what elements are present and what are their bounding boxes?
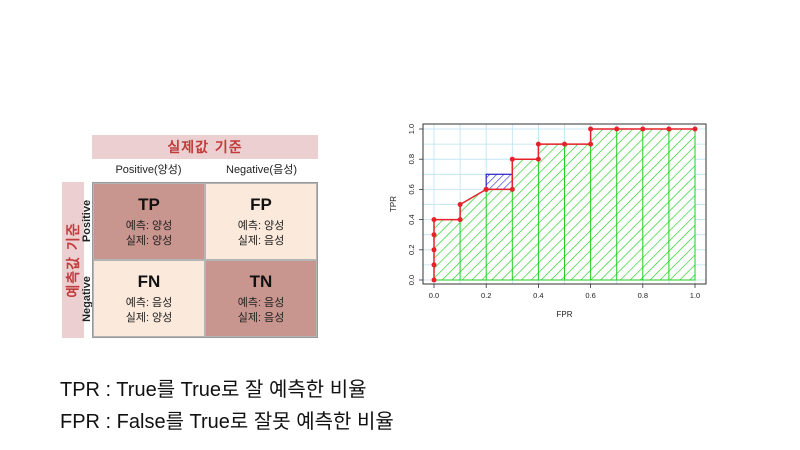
column-label-positive: Positive(양성) [115,164,182,176]
cell-abbr: FP [250,194,272,214]
y-tick-label: 1.0 [407,124,416,134]
y-tick-label: 0.2 [407,245,416,255]
highlight-box [485,173,513,190]
cell-fn: FN 예측: 음성 실제: 양성 [93,260,205,337]
y-tick-label: 0.8 [407,154,416,164]
roc-point [535,141,541,147]
x-tick-label: 0.0 [429,291,439,300]
roc-point [483,186,489,192]
roc-point [535,156,541,162]
x-tick-label: 0.8 [638,291,648,300]
y-tick-label: 0.4 [407,214,416,224]
cell-abbr: FN [137,271,161,291]
y-tick-label: 0.0 [407,275,416,285]
x-tick-label: 1.0 [690,291,700,300]
y-axis-label: TPR [389,196,398,212]
cell-actual: 실제: 양성 [125,234,173,247]
cell-fp: FP 예측: 양성 실제: 음성 [205,183,317,260]
x-tick-label: 0.6 [585,291,595,300]
definitions: TPR : True를 True로 잘 예측한 비율 FPR : False를 … [60,374,394,438]
roc-point [431,217,437,223]
roc-point [640,126,646,132]
cell-prediction: 예측: 음성 [237,296,285,309]
roc-point [431,232,437,238]
roc-point [666,126,672,132]
cell-prediction: 예측: 양성 [125,219,173,232]
roc-point [431,277,437,283]
cell-tn: TN 예측: 음성 실제: 음성 [205,260,317,337]
roc-point [431,262,437,268]
x-tick-label: 0.2 [481,291,491,300]
cell-abbr: TN [249,271,273,291]
matrix-grid: TP 예측: 양성 실제: 양성 FP 예측: 양성 실제: 음성 FN 예측:… [92,182,318,338]
cell-actual: 실제: 음성 [237,234,285,247]
plot-border [422,123,707,285]
roc-point [509,186,515,192]
predicted-value-header: 예측값 기준 [62,182,84,338]
definition-tpr: TPR : True를 True로 잘 예측한 비율 [60,379,367,401]
roc-point [588,126,594,132]
roc-point [562,141,567,147]
column-label-negative: Negative(음성) [226,164,297,176]
roc-point [692,126,698,132]
x-tick-label: 0.4 [533,291,543,300]
roc-point [457,217,463,223]
cell-prediction: 예측: 음성 [125,296,173,309]
cell-actual: 실제: 양성 [125,311,173,324]
cell-tp: TP 예측: 양성 실제: 양성 [93,183,205,260]
cell-prediction: 예측: 양성 [237,219,285,232]
cell-actual: 실제: 음성 [237,311,285,324]
cell-abbr: TP [138,194,160,214]
definition-fpr: FPR : False를 True로 잘못 예측한 비율 [60,411,394,433]
roc-point [588,141,594,147]
roc-point [614,126,620,132]
roc-point [509,156,515,162]
roc-point [457,202,463,207]
x-axis-label: FPR [557,310,573,319]
roc-point [431,247,437,253]
actual-value-header: 실제값 기준 [92,135,318,159]
y-tick-label: 0.6 [407,184,416,194]
